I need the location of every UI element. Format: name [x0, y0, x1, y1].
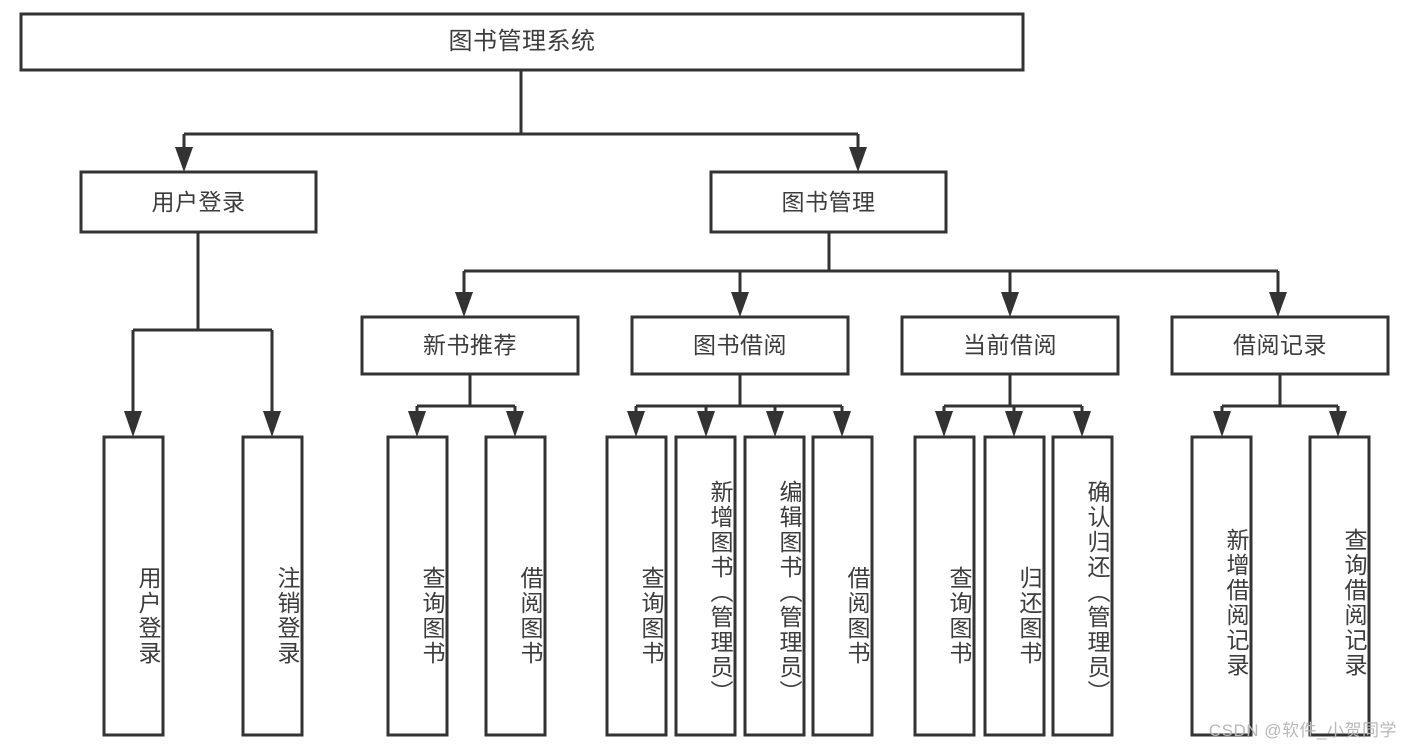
arrow-head-icon: [1213, 411, 1231, 437]
node-box-book-borrow[interactable]: [630, 315, 850, 376]
node-box-leaf-logout[interactable]: [241, 435, 304, 737]
arrow-head-icon: [849, 147, 867, 172]
node-box-leaf-confirm-return-admin[interactable]: [1051, 435, 1114, 737]
node-box-leaf-return-book[interactable]: [983, 435, 1046, 737]
arrow-head-icon: [1001, 292, 1019, 317]
connector-newbook-to-leaves: [408, 374, 524, 437]
arrow-head-icon: [935, 411, 953, 437]
connector-currentborrow-to-leaves: [935, 374, 1091, 437]
arrow-head-icon: [1269, 292, 1287, 317]
connector-bookmgmt-to-level3: [455, 232, 1287, 317]
arrow-head-icon: [697, 411, 715, 437]
node-box-leaf-query-borrow-record[interactable]: [1308, 435, 1371, 737]
node-box-leaf-borrow-book-1[interactable]: [484, 435, 547, 737]
node-box-leaf-query-book-3[interactable]: [913, 435, 976, 737]
node-box-leaf-user-login[interactable]: [102, 435, 165, 737]
connector-root-to-level2: [175, 70, 867, 172]
arrow-head-icon: [766, 411, 784, 437]
arrow-head-icon: [1329, 411, 1347, 437]
arrow-head-icon: [124, 411, 142, 437]
arrow-head-icon: [408, 411, 426, 437]
arrow-head-icon: [731, 292, 749, 317]
node-box-leaf-add-book-admin[interactable]: [674, 435, 737, 737]
arrow-head-icon: [1005, 411, 1023, 437]
arrow-head-icon: [506, 411, 524, 437]
arrow-head-icon: [1073, 411, 1091, 437]
node-box-leaf-add-borrow-record[interactable]: [1190, 435, 1253, 737]
watermark-credit: CSDN @软件_小贺同学: [1208, 721, 1397, 740]
node-box-leaf-query-book-2[interactable]: [605, 435, 668, 737]
node-box-new-book-recommend[interactable]: [360, 315, 580, 376]
node-box-borrow-record[interactable]: [1170, 315, 1390, 376]
node-box-current-borrow[interactable]: [900, 315, 1120, 376]
node-box-leaf-edit-book-admin[interactable]: [743, 435, 806, 737]
arrow-head-icon: [263, 411, 281, 437]
arrow-head-icon: [833, 411, 851, 437]
arrow-head-icon: [455, 292, 473, 317]
node-box-user-login[interactable]: [79, 170, 318, 234]
connector-borrowrecord-to-leaves: [1213, 374, 1347, 437]
connector-bookborrow-to-leaves: [627, 374, 851, 437]
arrow-head-icon: [627, 411, 645, 437]
node-box-book-management[interactable]: [709, 170, 948, 234]
node-box-leaf-borrow-book-2[interactable]: [811, 435, 874, 737]
node-box-root[interactable]: [19, 12, 1025, 72]
node-box-leaf-query-book-1[interactable]: [386, 435, 449, 737]
connector-userlogin-to-leaves: [124, 232, 281, 437]
arrow-head-icon: [175, 147, 193, 172]
